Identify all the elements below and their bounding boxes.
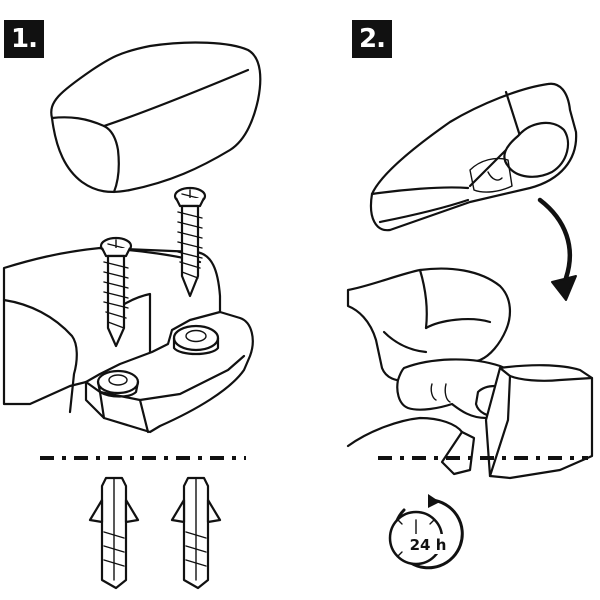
cover-icon	[369, 82, 578, 232]
step-2-badge: 2.	[352, 20, 392, 58]
step-1-badge: 1.	[4, 20, 44, 58]
timer-label: 24 h	[410, 536, 447, 554]
screw-icon	[173, 186, 207, 298]
wall-plug-icon	[88, 476, 140, 590]
device-base-icon	[2, 246, 254, 434]
cover-icon	[50, 41, 262, 194]
device-base-icon	[440, 364, 594, 480]
clock-icon: 24 h	[388, 494, 464, 570]
curved-arrow-icon	[537, 197, 577, 301]
screw-icon	[99, 236, 133, 348]
wall-plug-icon	[170, 476, 222, 590]
